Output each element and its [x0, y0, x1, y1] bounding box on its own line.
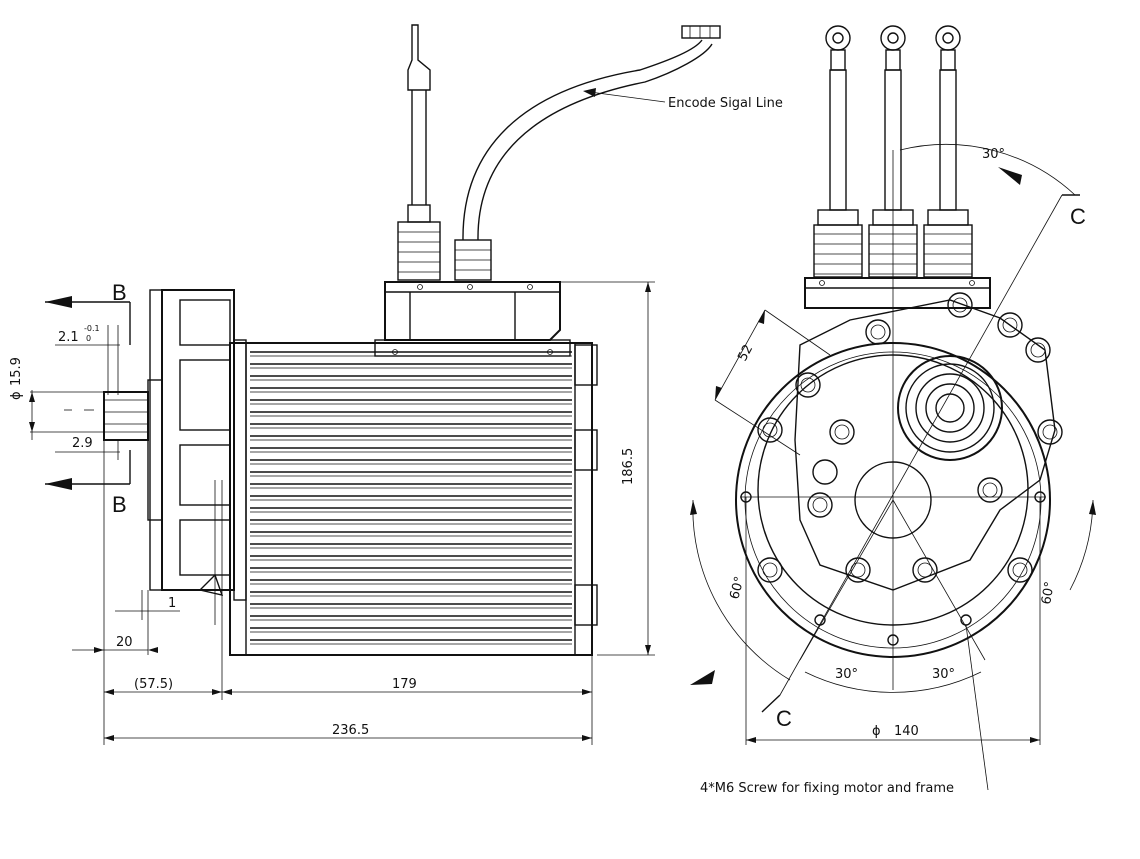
housing-bolt-inner — [982, 482, 998, 498]
housing-bolt-inner — [870, 324, 886, 340]
angle-top-arc — [899, 143, 1076, 196]
terminal-lug-hole — [832, 32, 844, 44]
encoder-callout-label: Encode Sigal Line — [668, 96, 783, 111]
terminal-gland-cap — [817, 209, 859, 226]
junction-box — [374, 281, 571, 357]
screw-callout-label: 4*M6 Screw for fixing motor and frame — [700, 781, 954, 796]
terminal-lug — [935, 25, 961, 51]
pcd-symbol: ϕ — [872, 724, 881, 739]
terminal-gland — [813, 224, 863, 278]
housing-bolt-inner — [1030, 342, 1046, 358]
housing-bolt — [912, 557, 938, 583]
angle-bottom-right-label: 30° — [932, 667, 955, 682]
terminal-neck — [830, 49, 846, 71]
housing-bolt — [1037, 419, 1063, 445]
housing-bolt-inner — [1002, 317, 1018, 333]
bolt-spacing-dimension — [714, 309, 831, 456]
cooling-fins — [250, 351, 572, 645]
screw-callout-leader — [965, 624, 989, 791]
angle-bottom-left-label: 30° — [835, 667, 858, 682]
key-offset-value: 2.9 — [72, 436, 93, 451]
front-view — [690, 25, 1096, 791]
side-angle-arcs — [690, 499, 1096, 693]
terminal-lug-hole — [887, 32, 899, 44]
side-view — [29, 24, 721, 745]
shaft-diameter-symbol: ϕ — [9, 391, 24, 400]
flange-step-value: 1 — [168, 596, 176, 611]
key-dimension — [55, 325, 120, 460]
housing-bolt — [1025, 337, 1051, 363]
shaft-diameter-value: 15.9 — [9, 357, 24, 386]
angle-top-label: 30° — [982, 147, 1005, 162]
housing-bolt — [947, 292, 973, 318]
housing-bolt-inner — [762, 422, 778, 438]
section-b-markers — [45, 296, 131, 490]
housing-bolt — [757, 557, 783, 583]
shaft-length-value: 20 — [116, 635, 133, 650]
bolt-spacing-value: 52 — [735, 342, 756, 364]
power-cable-gland — [397, 24, 441, 281]
terminal-lug — [825, 25, 851, 51]
section-c-bottom-label: C — [776, 706, 792, 731]
terminal-gland — [923, 224, 973, 278]
terminal-neck — [885, 49, 901, 71]
shaft-diameter-dimension — [29, 390, 104, 440]
housing-bolt-inner — [917, 562, 933, 578]
encoder-cable-gland — [454, 25, 721, 281]
section-c-markers — [690, 194, 1080, 713]
housing-bolt-inner — [762, 562, 778, 578]
housing-bolt-inner — [800, 377, 816, 393]
housing-bolt — [865, 319, 891, 345]
shaft — [64, 391, 149, 441]
terminal-plate — [804, 277, 991, 309]
front-length-value: (57.5) — [134, 677, 173, 692]
front-flange — [147, 289, 247, 625]
housing-bolt-inner — [850, 562, 866, 578]
housing-bolt — [757, 417, 783, 443]
central-hub — [812, 355, 1003, 539]
key-tol-lower: 0 — [86, 334, 91, 343]
housing-bolt-inner — [952, 297, 968, 313]
pcd-value: 140 — [894, 724, 919, 739]
angle-left-label: 60° — [727, 575, 747, 601]
motor-body — [229, 342, 598, 656]
terminal-lug-hole — [942, 32, 954, 44]
height-dimension — [560, 281, 655, 656]
housing-bolt — [807, 492, 833, 518]
section-b-top-label: B — [112, 280, 127, 305]
section-b-bottom-label: B — [112, 492, 127, 517]
housing-bolt — [829, 419, 855, 445]
housing-bolt — [1007, 557, 1033, 583]
total-length-value: 236.5 — [332, 723, 369, 738]
housing-bolt — [977, 477, 1003, 503]
terminal-gland-cap — [927, 209, 969, 226]
housing-bolt — [795, 372, 821, 398]
height-value: 186.5 — [621, 448, 636, 485]
housing-bolt-inner — [1012, 562, 1028, 578]
key-depth-value: 2.1 — [58, 330, 79, 345]
housing-bolts — [757, 292, 1063, 583]
housing-bolt — [997, 312, 1023, 338]
terminal-lug — [880, 25, 906, 51]
key-tol-upper: -0.1 — [84, 324, 100, 333]
housing-outline — [794, 299, 1056, 591]
pcd-dimension — [745, 497, 1041, 745]
housing-bolt-inner — [1042, 424, 1058, 440]
housing-bolt-inner — [834, 424, 850, 440]
body-length-value: 179 — [392, 677, 417, 692]
housing-bolt — [845, 557, 871, 583]
terminal-cable — [829, 69, 847, 211]
centerlines — [740, 150, 1063, 696]
section-c-top-label: C — [1070, 204, 1086, 229]
length-dimensions — [72, 440, 593, 745]
angle-right-label: 60° — [1039, 580, 1058, 605]
encoder-callout-leader — [583, 88, 666, 103]
terminal-neck — [940, 49, 956, 71]
housing-bolt-inner — [812, 497, 828, 513]
terminal-cable — [939, 69, 957, 211]
